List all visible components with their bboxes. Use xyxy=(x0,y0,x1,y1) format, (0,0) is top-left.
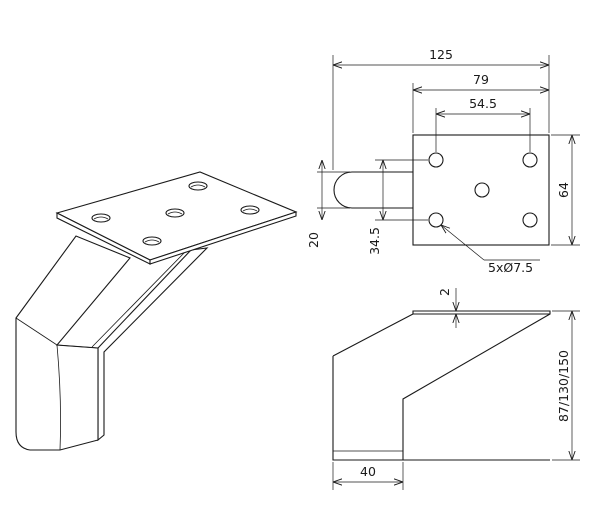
plate-outline xyxy=(412,134,550,246)
side-view: 2 87/130/150 40 xyxy=(332,288,580,490)
plate-hole xyxy=(188,181,208,191)
holes-note: 5xØ7.5 xyxy=(488,260,533,275)
hole xyxy=(428,152,444,168)
hole xyxy=(474,182,490,198)
plate-hole xyxy=(240,205,260,215)
dim-plate-height: 64 xyxy=(556,182,571,198)
dim-hole-span-inner: 54.5 xyxy=(469,96,497,111)
dim-foot-width: 40 xyxy=(360,464,376,479)
dim-overall-width: 125 xyxy=(429,47,453,62)
dim-hole-span-outer: 79 xyxy=(473,72,489,87)
top-view: 125 79 54.5 64 20 34.5 5xØ7.5 xyxy=(306,47,580,275)
isometric-view xyxy=(15,171,298,451)
dim-hole-offset: 34.5 xyxy=(367,227,382,255)
dim-heights: 87/130/150 xyxy=(556,350,571,422)
hole xyxy=(428,212,444,228)
plate-hole xyxy=(165,208,185,218)
hole xyxy=(522,152,538,168)
plate-hole xyxy=(91,213,111,223)
dim-plate-thickness: 2 xyxy=(437,288,452,296)
plate-hole xyxy=(142,236,162,246)
hole xyxy=(522,212,538,228)
dim-stem-width: 20 xyxy=(306,232,321,248)
